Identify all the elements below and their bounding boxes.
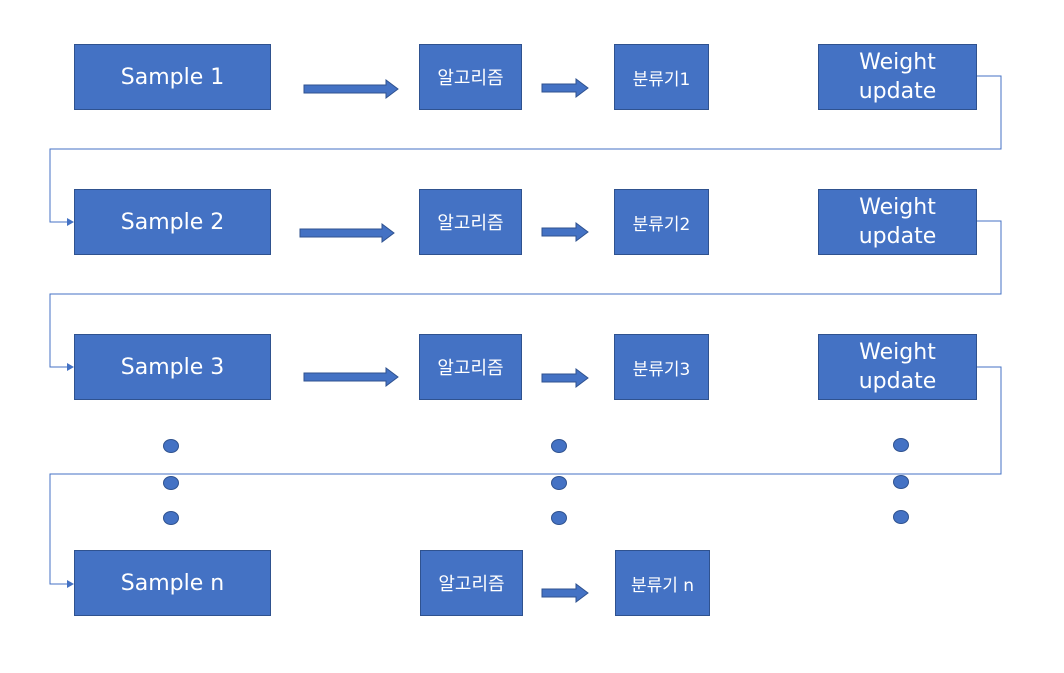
sample-1-box: Sample 1 xyxy=(74,44,271,110)
ellipsis-dot xyxy=(893,438,909,452)
sample-2-box: Sample 2 xyxy=(74,189,271,255)
block-arrow-algo-3-to-classifier xyxy=(541,368,589,388)
ellipsis-dot xyxy=(163,439,179,453)
connector-weight-update-2-to-sample-3 xyxy=(49,220,1002,368)
ellipsis-dot xyxy=(163,511,179,525)
weight-update-2-box: Weight update xyxy=(818,189,977,255)
ellipsis-dot xyxy=(893,510,909,524)
classifier-1-box: 분류기1 xyxy=(614,44,709,110)
sample-3-box: Sample 3 xyxy=(74,334,271,400)
connector-weight-update-3-to-sample-n xyxy=(49,366,1002,585)
classifier-3-box: 분류기3 xyxy=(614,334,709,400)
connector-arrowhead-sample-2 xyxy=(67,218,74,226)
algorithm-3-box: 알고리즘 xyxy=(419,334,522,400)
block-arrow-algo-1-to-classifier xyxy=(541,78,589,98)
weight-update-2-line-2: update xyxy=(858,224,937,249)
sample-n-box: Sample n xyxy=(74,550,271,616)
ellipsis-dot xyxy=(551,476,567,490)
block-arrow-sample-1-to-algo xyxy=(303,79,399,99)
weight-update-1-line-2: update xyxy=(858,79,937,104)
weight-update-3-line-2: update xyxy=(858,369,937,394)
ellipsis-dot xyxy=(551,511,567,525)
weight-update-2-line-1: Weight xyxy=(859,195,936,220)
weight-update-3-line-1: Weight xyxy=(859,340,936,365)
block-arrow-sample-2-to-algo xyxy=(299,223,395,243)
weight-update-3-box: Weight update xyxy=(818,334,977,400)
algorithm-1-box: 알고리즘 xyxy=(419,44,522,110)
ellipsis-dot xyxy=(551,439,567,453)
weight-update-1-line-1: Weight xyxy=(859,50,936,75)
ellipsis-dot xyxy=(163,476,179,490)
algorithm-n-box: 알고리즘 xyxy=(420,550,523,616)
weight-update-1-box: Weight update xyxy=(818,44,977,110)
connector-arrowhead-sample-n xyxy=(67,580,74,588)
classifier-n-box: 분류기 n xyxy=(615,550,710,616)
algorithm-2-box: 알고리즘 xyxy=(419,189,522,255)
block-arrow-sample-3-to-algo xyxy=(303,367,399,387)
ellipsis-dot xyxy=(893,475,909,489)
connector-arrowhead-sample-3 xyxy=(67,363,74,371)
connector-weight-update-1-to-sample-2 xyxy=(49,75,1002,223)
block-arrow-algo-n-to-classifier xyxy=(541,583,589,603)
block-arrow-algo-2-to-classifier xyxy=(541,222,589,242)
classifier-2-box: 분류기2 xyxy=(614,189,709,255)
